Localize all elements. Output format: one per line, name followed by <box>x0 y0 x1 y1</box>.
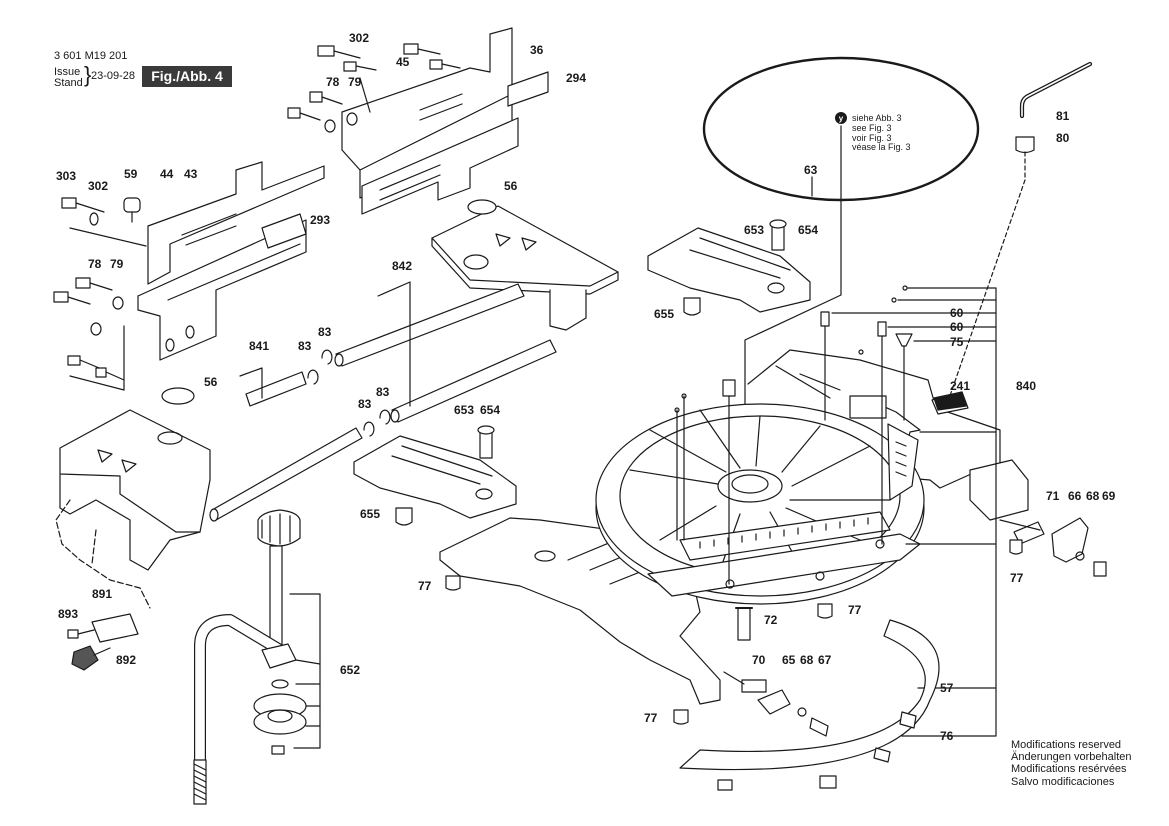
label-71: 71 <box>1046 489 1060 503</box>
label-60-a: 60 <box>950 306 964 320</box>
label-302: 302 <box>88 179 108 193</box>
label-891: 891 <box>92 587 112 601</box>
label-67: 67 <box>818 653 832 667</box>
label-83-b: 83 <box>298 339 312 353</box>
reference-line-4: véase la Fig. 3 <box>852 142 911 152</box>
label-77-c: 77 <box>644 711 658 725</box>
modifications-line-fr: Modifications resérvées <box>1011 763 1127 776</box>
label-77-a: 77 <box>418 579 432 593</box>
modifications-note: Modifications reserved Änderungen vorbeh… <box>1011 739 1131 788</box>
label-655: 655 <box>654 307 674 321</box>
label-77-b: 77 <box>848 603 862 617</box>
label-66: 66 <box>1068 489 1082 503</box>
brace-icon: } <box>84 62 92 87</box>
label-80: 80 <box>1056 131 1070 145</box>
label-655-b: 655 <box>360 507 380 521</box>
screw-icon <box>287 43 461 133</box>
reference-marker: y <box>839 114 844 123</box>
label-302-top: 302 <box>349 31 369 45</box>
label-81: 81 <box>1056 109 1070 123</box>
label-654: 654 <box>798 223 818 237</box>
label-44: 44 <box>160 167 174 181</box>
reference-marker-icon <box>835 112 847 124</box>
label-65: 65 <box>782 653 796 667</box>
model-number: 3 601 M19 201 <box>54 50 128 62</box>
stand-label: Stand <box>54 77 83 89</box>
label-77-r: 77 <box>1010 571 1024 585</box>
label-79: 79 <box>110 257 124 271</box>
issue-label: Issue <box>54 66 81 78</box>
label-83-c: 83 <box>376 385 390 399</box>
screw-icon <box>53 197 147 381</box>
modifications-line-en: Modifications reserved <box>1011 739 1122 751</box>
label-294: 294 <box>566 71 586 85</box>
reference-line-3: voir Fig. 3 <box>852 133 892 143</box>
label-840: 840 <box>1016 379 1036 393</box>
label-68: 68 <box>800 653 814 667</box>
modifications-line-de: Änderungen vorbehalten <box>1011 751 1132 764</box>
label-36: 36 <box>530 43 544 57</box>
label-69: 69 <box>1102 489 1116 503</box>
clamp-knob-icon <box>257 509 301 547</box>
label-57: 57 <box>940 681 954 695</box>
label-45: 45 <box>396 55 410 69</box>
label-43: 43 <box>184 167 198 181</box>
label-303: 303 <box>56 169 76 183</box>
label-893: 893 <box>58 607 78 621</box>
label-59: 59 <box>124 167 138 181</box>
label-78: 78 <box>88 257 102 271</box>
label-653-b: 653 <box>454 403 474 417</box>
label-841: 841 <box>249 339 269 353</box>
label-78-top: 78 <box>326 75 340 89</box>
label-83-a: 83 <box>318 325 332 339</box>
label-56: 56 <box>204 375 218 389</box>
label-293: 293 <box>310 213 330 227</box>
label-70: 70 <box>752 653 766 667</box>
label-241: 241 <box>950 379 970 393</box>
label-892: 892 <box>116 653 136 667</box>
modifications-line-es: Salvo modificaciones <box>1011 775 1115 788</box>
label-83-d: 83 <box>358 397 372 411</box>
issue-date: 23-09-28 <box>91 70 136 82</box>
label-652: 652 <box>340 663 360 677</box>
figure-label: Fig./Abb. 4 <box>142 66 232 87</box>
label-60-b: 60 <box>950 320 964 334</box>
label-79-top: 79 <box>348 75 362 89</box>
label-653: 653 <box>744 223 764 237</box>
label-842: 842 <box>392 259 412 273</box>
label-63: 63 <box>804 163 818 177</box>
label-68-r: 68 <box>1086 489 1100 503</box>
label-56-top: 56 <box>504 179 518 193</box>
label-76: 76 <box>940 729 954 743</box>
label-654-b: 654 <box>480 403 500 417</box>
label-75: 75 <box>950 335 964 349</box>
label-72: 72 <box>764 613 778 627</box>
reference-line-2: see Fig. 3 <box>852 123 892 133</box>
thumb-screw-icon <box>123 197 141 213</box>
reference-line-1: siehe Abb. 3 <box>852 113 902 123</box>
